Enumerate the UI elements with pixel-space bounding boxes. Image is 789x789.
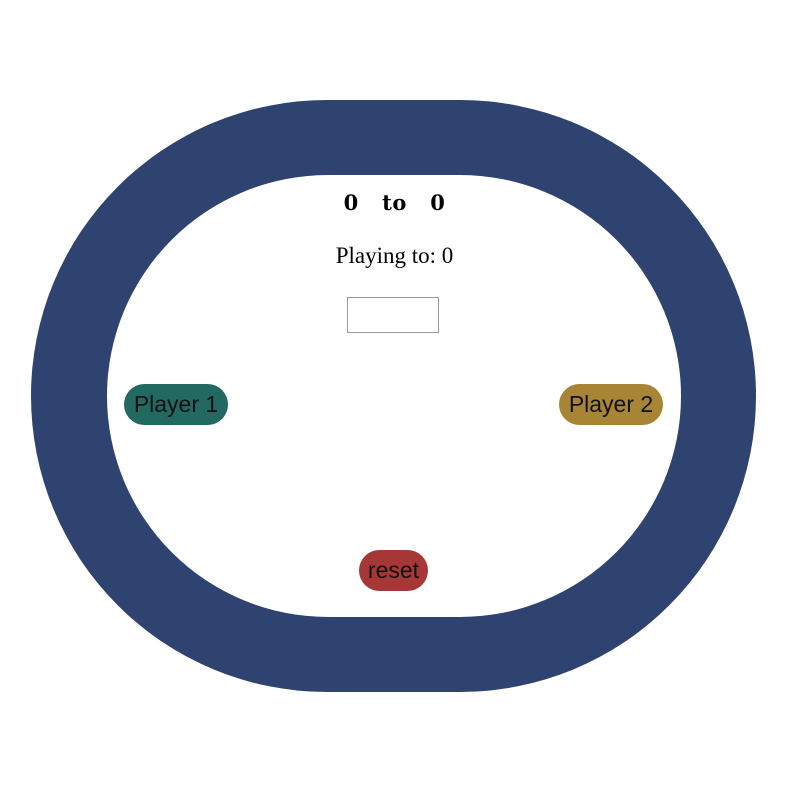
player2-score: 0 (430, 190, 446, 215)
playing-to-text: Playing to: 0 (0, 243, 789, 269)
scoreboard: 0 to 0 (0, 190, 789, 215)
playing-to-label: Playing to: (335, 243, 442, 268)
player1-button[interactable]: Player 1 (124, 384, 228, 425)
score-separator: to (382, 190, 407, 215)
reset-button[interactable]: reset (359, 550, 428, 591)
player2-button[interactable]: Player 2 (559, 384, 663, 425)
player1-score: 0 (343, 190, 359, 215)
playing-to-value: 0 (441, 243, 454, 268)
winning-score-input[interactable] (347, 297, 439, 333)
